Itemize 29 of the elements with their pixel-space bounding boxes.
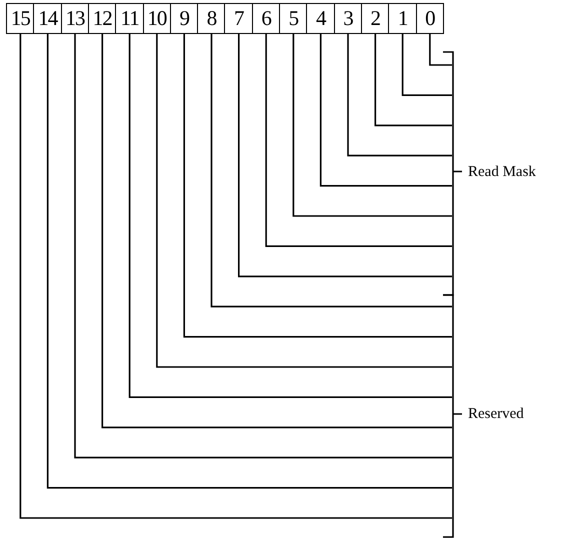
field-label: Read Mask <box>468 162 536 180</box>
bit-cell: 7 <box>224 3 254 34</box>
bit-line <box>265 34 452 247</box>
bit-cell: 15 <box>6 3 35 34</box>
bit-cell: 9 <box>170 3 199 34</box>
bit-cell: 13 <box>60 3 90 34</box>
bit-cell: 14 <box>33 3 62 34</box>
bit-line <box>292 34 452 217</box>
bit-cell: 0 <box>416 3 444 34</box>
bit-line <box>156 34 452 368</box>
bit-cell: 8 <box>197 3 226 34</box>
bit-cell: 1 <box>388 3 417 34</box>
bit-line <box>210 34 452 308</box>
bit-line <box>347 34 452 156</box>
bit-line <box>238 34 452 278</box>
bit-cell: 4 <box>306 3 336 34</box>
bit-cell: 2 <box>360 3 390 34</box>
field-label: Reserved <box>468 405 524 423</box>
bit-line <box>183 34 452 338</box>
bit-cell: 6 <box>252 3 280 34</box>
bit-cell: 11 <box>115 3 144 34</box>
bit-cell: 3 <box>334 3 362 34</box>
bit-cell: 10 <box>142 3 172 34</box>
bit-line <box>429 34 452 66</box>
bit-line <box>320 34 452 187</box>
bit-line <box>402 34 452 96</box>
bit-line <box>374 34 452 126</box>
bit-cell: 12 <box>88 3 117 34</box>
bit-cell: 5 <box>279 3 308 34</box>
